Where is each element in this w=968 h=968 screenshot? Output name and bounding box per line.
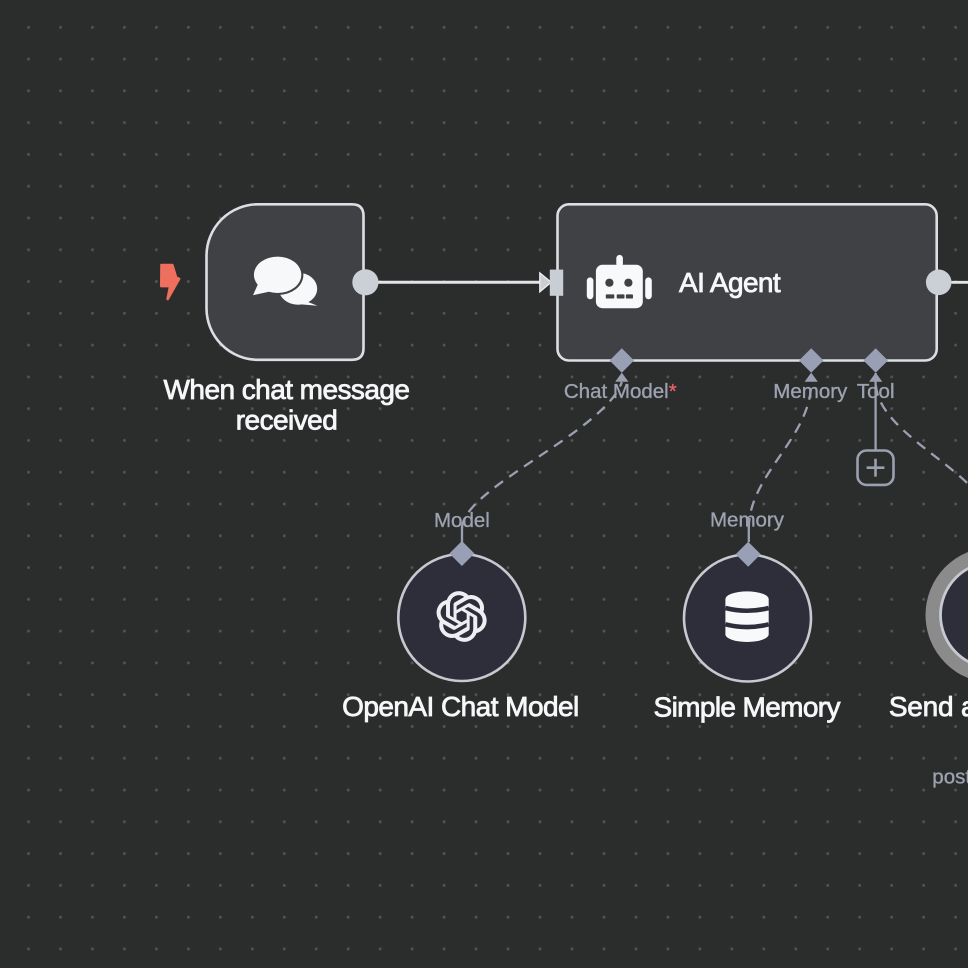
svg-text:Memory: Memory [773,380,848,403]
svg-text:Model: Model [434,509,490,532]
svg-text:Tool: Tool [857,380,895,403]
svg-text:post: m: post: m [932,766,968,789]
svg-text:Memory: Memory [710,509,785,532]
svg-text:received: received [236,404,337,435]
svg-text:Send a message: Send a message [889,691,968,722]
svg-text:AI Agent: AI Agent [679,267,781,298]
svg-text:Simple Memory: Simple Memory [654,692,841,723]
svg-text:OpenAI Chat Model: OpenAI Chat Model [342,691,579,722]
svg-text:Chat Model*: Chat Model* [564,380,677,403]
svg-text:When chat message: When chat message [164,374,410,405]
